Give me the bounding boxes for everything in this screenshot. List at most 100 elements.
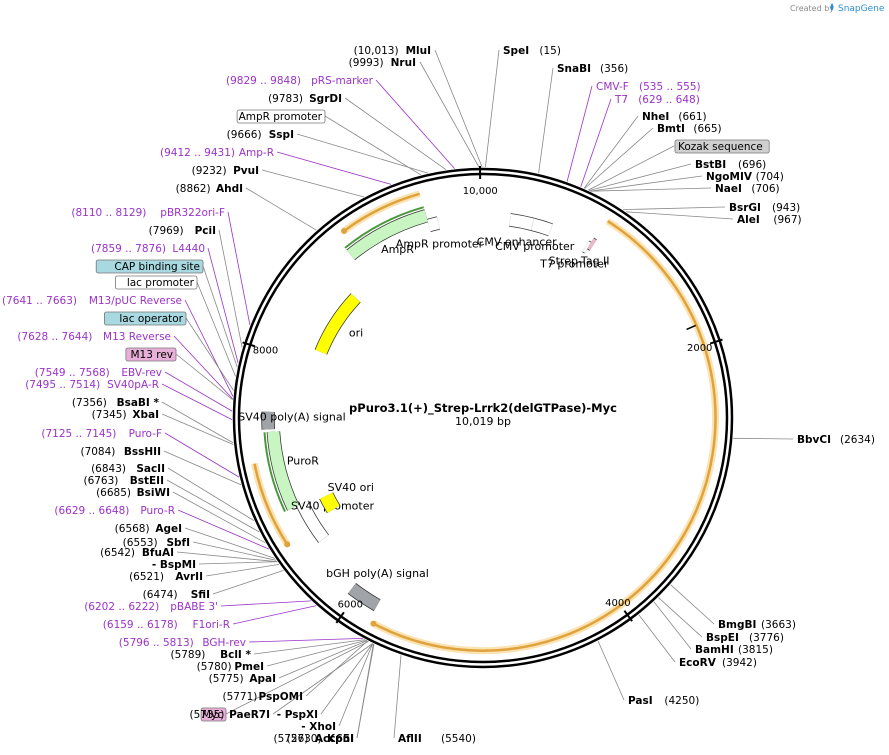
label-position: (6553) [123,537,158,549]
brand-created-by: Created by [790,4,834,13]
label-ngomiv[interactable]: NgoMIV(704) [706,171,784,183]
label-bsabi[interactable]: BsaBI *(7356) [72,397,160,409]
label-pspomi[interactable]: PspOMI(5771) [222,691,303,703]
feature-label: CMV promoter [495,240,575,253]
label-bsshii[interactable]: BssHII(7084) [80,446,161,458]
label-purof[interactable]: Puro-F(7125 .. 7145) [41,428,162,440]
label-aflii[interactable]: AflII(5540) [398,733,476,745]
label-sv40pa[interactable]: SV40pA-R(7495 .. 7514) [25,379,159,391]
tick-mark [623,610,633,622]
label-bsiwi[interactable]: BsiWI(6685) [96,487,170,499]
label-pbr[interactable]: pBR322ori-F(8110 .. 8129) [71,207,225,219]
label-prs[interactable]: pRS-marker(9829 .. 9848) [226,75,374,87]
label-position: (535 .. 555) [639,81,701,93]
label-position: (706) [751,183,779,195]
label-name: SV40pA-R [107,379,159,391]
label-pbabe[interactable]: pBABE 3'(6202 .. 6222) [84,601,218,613]
label-position: (4250) [664,695,699,707]
label-ebv[interactable]: EBV-rev(7549 .. 7568) [35,367,162,379]
label-mlui[interactable]: MluI(10,013) [354,45,431,57]
label-sacii[interactable]: SacII(6843) [91,463,165,475]
label-bspei[interactable]: BspEI(3776) [706,632,784,644]
label-snabi[interactable]: SnaBI(356) [557,63,628,75]
label-m13puc[interactable]: M13/pUC Reverse(7641 .. 7663) [2,295,182,307]
leader-line [253,639,366,655]
orf-arc[interactable] [253,463,289,546]
feature-ampr[interactable] [346,210,428,260]
label-bmti[interactable]: BmtI(665) [657,123,722,135]
label-puror[interactable]: Puro-R(6629 .. 6648) [54,505,175,517]
label-f1ori[interactable]: F1ori-R(6159 .. 6178) [103,619,230,631]
feature-t7-promoter[interactable] [582,241,591,253]
label-xbai[interactable]: XbaI(7345) [92,409,159,421]
feature-cmv-enhancer[interactable] [509,213,535,231]
label-lacop[interactable]: lac operator [104,311,187,326]
feature-ori[interactable] [315,293,361,355]
label-bcli[interactable]: BclI *(5789) [170,649,251,661]
label-bamhi[interactable]: BamHI(3815) [695,644,773,656]
label-cap[interactable]: CAP binding site [95,259,204,274]
label-agei[interactable]: AgeI(6568) [115,523,182,535]
label-bfuai[interactable]: BfuAI(6542) [100,547,174,559]
label-ampprom[interactable]: AmpR promoter [236,109,326,124]
feature-sv40-promoter[interactable] [296,500,329,543]
feature-sv40-ori[interactable] [319,492,340,513]
label-bghrev[interactable]: BGH-rev(5796 .. 5813) [119,637,246,649]
feature-puror[interactable] [267,431,299,511]
label-pmei[interactable]: PmeI(5780) [197,661,264,673]
label-m13r[interactable]: M13 Reverse(7628 .. 7644) [17,331,171,343]
label-cmvf[interactable]: CMV-F(535 .. 555) [596,81,701,93]
label-position: (5789) [170,649,205,661]
label-bbvci[interactable]: BbvCI(2634) [797,434,875,446]
label-bsrgi[interactable]: BsrGI(943) [729,202,800,214]
label-name: - BspMI [152,559,196,571]
label-name: BmgBI [718,619,756,631]
label-apai[interactable]: ApaI(5775) [209,673,276,685]
label-l4440[interactable]: L4440(7859 .. 7876) [91,243,205,255]
label-kpni[interactable]: KpnI(5730) [287,733,354,745]
orf-arc[interactable] [343,192,421,233]
leader-line [272,643,373,715]
label-alei[interactable]: AleI(967) [737,214,802,226]
feature-ampr-promoter[interactable] [427,217,440,232]
orf-layer [251,190,719,655]
label-pvui[interactable]: PvuI(9232) [192,165,259,177]
feature-label: ori [349,326,363,339]
label-t7[interactable]: T7(629 .. 648) [614,94,700,106]
feature-cmv-promoter[interactable] [531,218,553,236]
label-pasi[interactable]: PasI(4250) [628,695,699,707]
label-pspxi[interactable]: - PspXI [277,709,318,721]
label-position: (6521) [129,571,164,583]
label-bspmi[interactable]: - BspMI [152,559,196,571]
label-name: SnaBI [557,63,591,75]
label-ecorv[interactable]: EcoRV(3942) [679,657,757,669]
label-bsteii[interactable]: BstEII(6763) [83,475,164,487]
label-paer7i[interactable]: PaeR7I(5735) [189,709,270,721]
label-nrui[interactable]: NruI(9993) [349,57,416,69]
label-ampr[interactable]: Amp-R(9412 .. 9431) [160,147,274,159]
label-kozak[interactable]: Kozak sequence [674,139,770,154]
label-myc[interactable]: Myc [200,707,227,722]
label-xhoi[interactable]: - XhoI [301,721,336,733]
label-lacprom[interactable]: lac promoter [115,275,198,290]
label-ahdi[interactable]: AhdI(8862) [176,183,243,195]
label-sspi[interactable]: SspI(9666) [227,129,294,141]
label-pcii[interactable]: PciI(7969) [149,225,216,237]
label-position: (5780) [197,661,232,673]
feature-strep-tag-ii[interactable] [587,238,597,251]
label-spei[interactable]: SpeI(15) [503,45,561,57]
label-avrii[interactable]: AvrII(6521) [129,571,203,583]
label-sfii[interactable]: SfiI(6474) [143,589,210,601]
label-name: Amp-R [239,147,274,159]
label-naei[interactable]: NaeI(706) [715,183,780,195]
label-bmgbi[interactable]: BmgBI(3663) [718,619,796,631]
label-sgrdi[interactable]: SgrDI(9783) [268,93,342,105]
feature-bgh-poly-a-signal[interactable] [348,583,381,611]
label-position: (7356) [72,397,107,409]
label-sbfi[interactable]: SbfI(6553) [123,537,190,549]
label-bstbi[interactable]: BstBI(696) [695,159,766,171]
label-acc65i[interactable]: Acc65I(5726) [273,733,354,745]
orf-arc[interactable] [372,220,717,652]
label-m13rev[interactable]: M13 rev [125,347,177,362]
label-nhei[interactable]: NheI(661) [642,111,707,123]
